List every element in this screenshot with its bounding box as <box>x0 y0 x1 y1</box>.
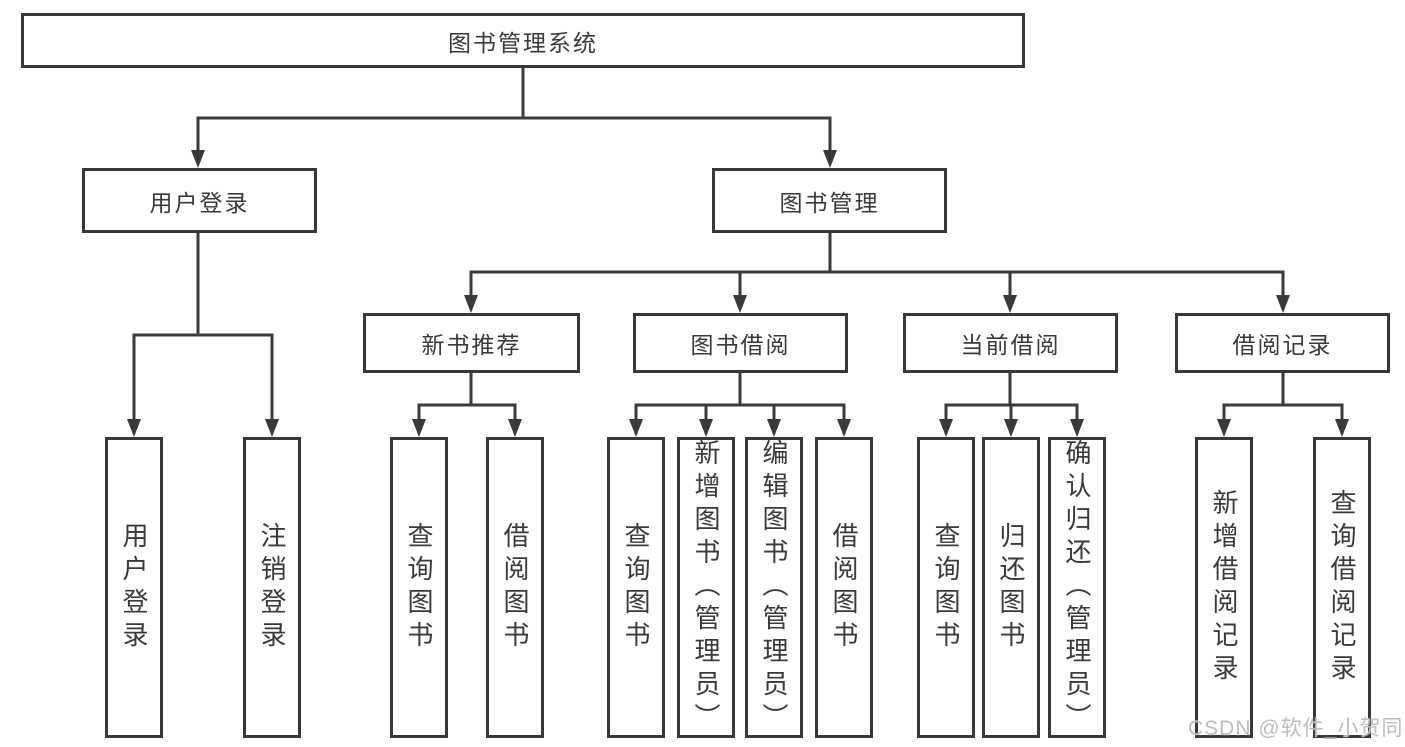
node-book-management: 图书管理 <box>712 168 947 233</box>
leaf-query-books-current: 查询图书 <box>917 437 975 738</box>
leaf-add-borrow-record-label: 新增借阅记录 <box>1209 488 1239 687</box>
node-current-borrow: 当前借阅 <box>903 313 1118 373</box>
leaf-add-borrow-record: 新增借阅记录 <box>1195 437 1253 738</box>
leaf-query-books-recommend-label: 查询图书 <box>404 521 434 654</box>
leaf-user-login-label: 用户登录 <box>119 521 149 654</box>
leaf-borrow-books: 借阅图书 <box>815 437 873 738</box>
leaf-borrow-books-recommend-label: 借阅图书 <box>500 521 530 654</box>
tree-connector-lines <box>132 68 1344 421</box>
node-root: 图书管理系统 <box>21 13 1025 68</box>
node-current-borrow-label: 当前借阅 <box>960 332 1061 358</box>
node-book-management-label: 图书管理 <box>779 189 880 216</box>
leaf-edit-book-admin-label: 编辑图书（管理员） <box>759 439 789 736</box>
node-borrow-records: 借阅记录 <box>1175 313 1390 373</box>
leaf-query-books-borrow: 查询图书 <box>607 437 665 738</box>
leaf-query-books-current-label: 查询图书 <box>931 521 961 654</box>
leaf-borrow-books-label: 借阅图书 <box>829 521 859 654</box>
leaf-return-book: 归还图书 <box>982 437 1040 738</box>
leaf-query-borrow-record-label: 查询借阅记录 <box>1327 488 1357 687</box>
node-new-book-recommend-label: 新书推荐 <box>421 332 522 358</box>
node-user-login-label: 用户登录 <box>149 189 250 216</box>
leaf-user-login: 用户登录 <box>105 437 163 738</box>
leaf-query-borrow-record: 查询借阅记录 <box>1313 437 1371 738</box>
leaf-query-books-borrow-label: 查询图书 <box>621 521 651 654</box>
leaf-logout: 注销登录 <box>243 437 301 738</box>
leaf-return-book-label: 归还图书 <box>996 521 1026 654</box>
node-borrow-records-label: 借阅记录 <box>1232 332 1333 358</box>
leaf-edit-book-admin: 编辑图书（管理员） <box>745 437 803 738</box>
leaf-query-books-recommend: 查询图书 <box>390 437 448 738</box>
leaf-confirm-return-admin: 确认归还（管理员） <box>1048 437 1106 738</box>
node-book-borrow: 图书借阅 <box>633 313 848 373</box>
node-new-book-recommend: 新书推荐 <box>363 313 580 373</box>
node-root-label: 图书管理系统 <box>448 29 598 56</box>
leaf-add-book-admin: 新增图书（管理员） <box>677 437 735 738</box>
leaf-add-book-admin-label: 新增图书（管理员） <box>691 439 721 736</box>
node-book-borrow-label: 图书借阅 <box>690 332 791 358</box>
leaf-borrow-books-recommend: 借阅图书 <box>486 437 544 738</box>
leaf-confirm-return-admin-label: 确认归还（管理员） <box>1062 439 1092 736</box>
leaf-logout-label: 注销登录 <box>257 521 287 654</box>
node-user-login: 用户登录 <box>82 168 317 233</box>
csdn-watermark: CSDN @软件_小贺同学 <box>1188 717 1405 740</box>
